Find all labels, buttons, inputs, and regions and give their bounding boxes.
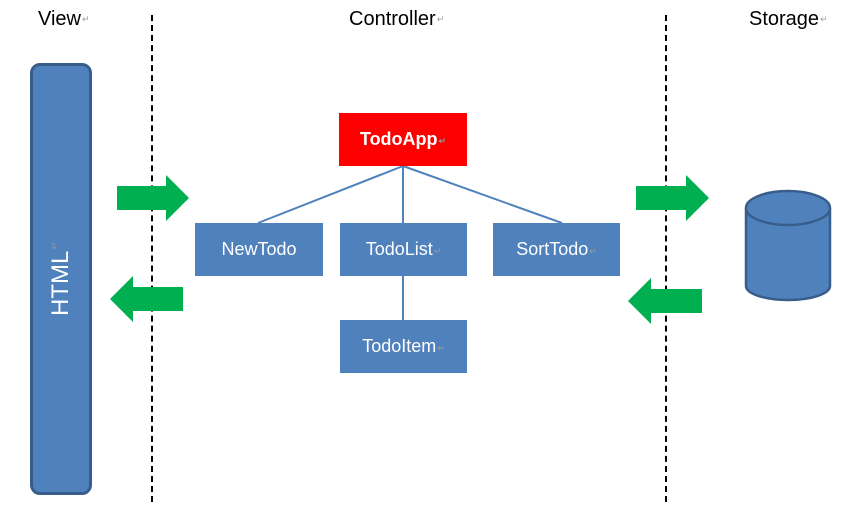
storage-column-heading: Storage↵ (749, 8, 828, 30)
connector-todoapp-newtodo (257, 165, 404, 224)
flow-arrows (110, 175, 709, 324)
view-column-heading: View↵ (38, 8, 90, 30)
html-view-block: HTML↵ (30, 63, 92, 495)
view-controller-divider (151, 15, 153, 502)
arrow-left-storage-to-controller (628, 278, 702, 324)
controller-storage-divider (665, 15, 667, 502)
todoitem-node: TodoItem↵ (340, 320, 467, 373)
connector-todoapp-sorttodo (402, 165, 563, 224)
arrow-right-view-to-controller (117, 175, 189, 221)
arrow-right-controller-to-storage (636, 175, 709, 221)
arrow-left-controller-to-view (110, 276, 183, 322)
tree-connectors (257, 165, 563, 320)
newtodo-node: NewTodo (195, 223, 323, 276)
storage-cylinder-icon (744, 189, 832, 302)
controller-column-heading: Controller↵ (349, 8, 445, 30)
todoapp-node: TodoApp↵ (339, 113, 467, 166)
sorttodo-node: SortTodo↵ (493, 223, 620, 276)
todolist-node: TodoList↵ (340, 223, 467, 276)
